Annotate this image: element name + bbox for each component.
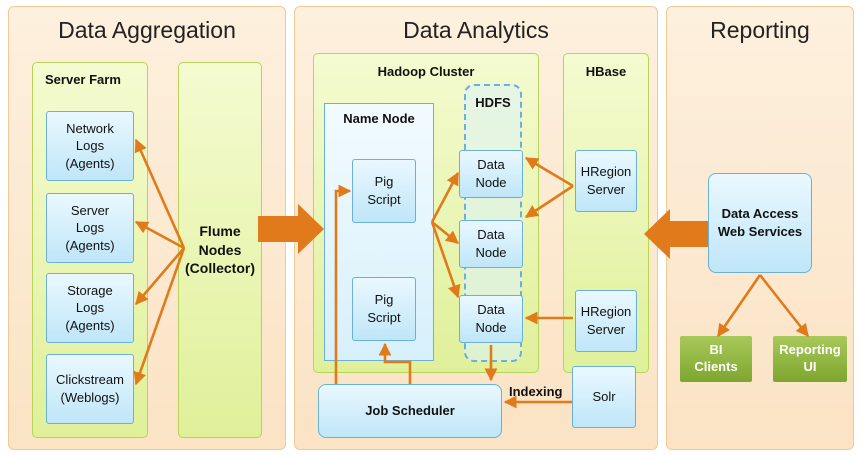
server-farm-title: Server Farm bbox=[45, 72, 121, 87]
hadoop-cluster-title: Hadoop Cluster bbox=[377, 64, 475, 79]
arrow-flume-clickstream bbox=[133, 247, 186, 386]
arrow-namenode-datanode3 bbox=[430, 221, 461, 299]
reporting-ui-box: Reporting UI bbox=[773, 336, 847, 382]
arrow-flume-storage-logs bbox=[135, 247, 185, 305]
data-node-3-box: Data Node bbox=[459, 295, 523, 343]
webservices-to-hbase-block-arrow bbox=[644, 209, 708, 259]
arrow-flume-network-logs bbox=[134, 138, 186, 249]
nodes-label: Nodes bbox=[198, 241, 242, 258]
arrow-dataaccess-bi bbox=[716, 274, 762, 338]
data-aggregation-title: Data Aggregation bbox=[58, 17, 236, 43]
hbase-title: HBase bbox=[585, 64, 627, 79]
arrow-hregion-datanode1 bbox=[524, 156, 574, 188]
hregion-server-bottom-box: HRegion Server bbox=[575, 290, 637, 352]
reporting-title: Reporting bbox=[710, 17, 810, 43]
hregion-server-top-box: HRegion Server bbox=[575, 150, 637, 212]
arrow-flume-server-logs bbox=[134, 220, 185, 250]
pig-script-top-box: Pig Script bbox=[352, 159, 416, 223]
data-analytics-title: Data Analytics bbox=[403, 17, 549, 43]
arrow-scheduler-pig-top bbox=[334, 184, 352, 384]
flume-label: Flume bbox=[199, 222, 241, 239]
clickstream-box: Clickstream (Weblogs) bbox=[46, 354, 134, 424]
arrow-scheduler-pig-bottom bbox=[378, 342, 412, 384]
flume-to-hadoop-block-arrow bbox=[258, 204, 324, 254]
data-node-1-box: Data Node bbox=[459, 150, 523, 198]
arrow-namenode-datanode2 bbox=[431, 220, 460, 245]
pig-script-bottom-box: Pig Script bbox=[352, 277, 416, 341]
network-logs-box: Network Logs (Agents) bbox=[46, 111, 134, 181]
collector-label: (Collector) bbox=[185, 260, 255, 277]
arrow-hregion-datanode2 bbox=[524, 184, 574, 219]
indexing-label: Indexing bbox=[509, 384, 563, 399]
data-access-web-services-box: Data Access Web Services bbox=[708, 173, 812, 273]
arrow-dataaccess-reportingui bbox=[758, 274, 810, 338]
arrow-namenode-datanode1 bbox=[430, 171, 460, 223]
solr-box: Solr bbox=[572, 366, 636, 428]
bi-clients-box: BI Clients bbox=[680, 336, 752, 382]
job-scheduler-box: Job Scheduler bbox=[318, 384, 502, 438]
name-node-title: Name Node bbox=[343, 111, 415, 126]
flume-nodes-box: Flume Nodes (Collector) bbox=[178, 62, 262, 438]
storage-logs-box: Storage Logs (Agents) bbox=[46, 273, 134, 343]
data-node-2-box: Data Node bbox=[459, 220, 523, 268]
server-logs-box: Server Logs (Agents) bbox=[46, 193, 134, 263]
hdfs-title: HDFS bbox=[475, 95, 511, 110]
